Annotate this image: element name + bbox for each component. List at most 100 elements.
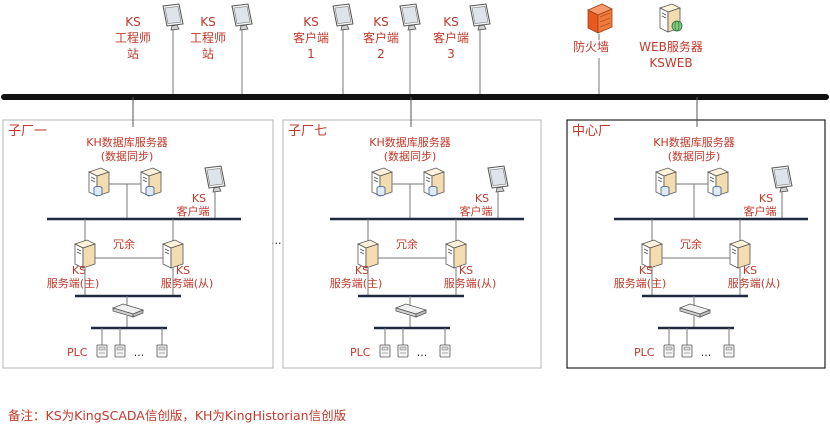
database-server-icon (141, 168, 161, 196)
switch-icon (679, 303, 711, 318)
plc-label: PLC (634, 346, 655, 359)
sites-ellipsis: ... (271, 234, 282, 247)
site-panel: 中心厂KH数据库服务器(数据同步)KS客户端冗余KS服务端(主)KS服务端(从)… (566, 97, 826, 369)
plc-icon (114, 344, 126, 358)
client-label-line2: 客户端 (177, 204, 210, 218)
db-server-label-line1: KH数据库服务器 (653, 135, 735, 149)
db-server-label-line2: (数据同步) (668, 149, 721, 163)
firewall-label: 防火墙 (573, 39, 609, 54)
plc-icon (663, 344, 675, 358)
slave-server-label-line1: KS (743, 264, 757, 277)
client-label-line3: 站 (202, 47, 214, 61)
client-label-line3: 站 (127, 47, 139, 61)
ks-client-3: KS 客户端 3 (433, 3, 491, 96)
site-panel: 子厂七KH数据库服务器(数据同步)KS客户端冗余KS服务端(主)KS服务端(从)… (282, 97, 542, 369)
site-panel: 子厂一KH数据库服务器(数据同步)KS客户端冗余KS服务端(主)KS服务端(从)… (2, 97, 274, 369)
database-server-icon (708, 168, 728, 196)
client-label-line1: KS (373, 15, 389, 29)
redundancy-label: 冗余 (113, 237, 135, 251)
firewall-icon (587, 3, 613, 34)
master-server-label-line1: KS (355, 264, 369, 277)
client-label-line3: 2 (377, 47, 385, 61)
plc-icon (723, 344, 735, 358)
master-server-label-line2: 服务端(主) (330, 277, 383, 290)
monitor-icon (332, 3, 354, 31)
slave-server-label-line2: 服务端(从) (444, 277, 497, 290)
plc-icon (681, 344, 693, 358)
plc-ellipsis: ... (701, 346, 712, 359)
plc-icon (397, 344, 409, 358)
client-label-line2: 客户端 (293, 30, 329, 45)
web-server-label-line2: KSWEB (649, 56, 692, 70)
web-server-label-line1: WEB服务器 (639, 39, 703, 54)
monitor-icon (469, 3, 491, 31)
slave-server-label-line1: KS (459, 264, 473, 277)
db-server-label-line2: (数据同步) (101, 149, 154, 163)
firewall: 防火墙 (573, 3, 613, 96)
db-server-label-line1: KH数据库服务器 (369, 135, 451, 149)
monitor-icon (231, 3, 253, 31)
client-label-line2: 客户端 (460, 204, 493, 218)
master-server-label-line2: 服务端(主) (614, 277, 667, 290)
master-server-label-line1: KS (639, 264, 653, 277)
globe-icon (671, 20, 683, 32)
monitor-icon (399, 3, 421, 31)
slave-server-label-line2: 服务端(从) (728, 277, 781, 290)
client-label-line1: KS (192, 192, 206, 205)
site-border (566, 119, 826, 369)
monitor-icon (204, 165, 226, 193)
client-label-line2: 客户端 (433, 30, 469, 45)
client-label-line1: KS (475, 192, 489, 205)
client-label-line1: KS (443, 15, 459, 29)
plc-ellipsis: ... (417, 346, 428, 359)
redundancy-label: 冗余 (396, 237, 418, 251)
web-server: WEB服务器 KSWEB (639, 3, 703, 70)
client-label-line2: 客户端 (744, 204, 777, 218)
monitor-icon (162, 3, 184, 31)
database-server-icon (656, 168, 676, 196)
plc-icon (156, 344, 168, 358)
client-label-line3: 3 (447, 47, 455, 61)
sites-layer: 子厂一KH数据库服务器(数据同步)KS客户端冗余KS服务端(主)KS服务端(从)… (2, 97, 826, 369)
client-label-line3: 1 (307, 47, 315, 61)
database-server-icon (424, 168, 444, 196)
top-clients: KS 工程师 站 KS 工程师 站 KS 客户端 1 KS 客户端 2 (115, 3, 491, 96)
ks-client-1: KS 客户端 1 (293, 3, 354, 96)
database-server-icon (372, 168, 392, 196)
engineer-station-2: KS 工程师 站 (190, 3, 253, 96)
db-server-label-line1: KH数据库服务器 (86, 135, 168, 149)
site-title: 子厂一 (8, 124, 47, 139)
monitor-icon (487, 165, 509, 193)
footnote: 备注：KS为KingSCADA信创版，KH为KingHistorian信创版 (8, 408, 347, 423)
client-label-line1: KS (200, 15, 216, 29)
site-border (282, 119, 542, 369)
slave-server-label-line2: 服务端(从) (161, 277, 214, 290)
client-label-line1: KS (759, 192, 773, 205)
monitor-icon (771, 165, 793, 193)
switch-icon (112, 303, 144, 318)
client-label-line2: 工程师 (115, 30, 151, 45)
slave-server-label-line1: KS (176, 264, 190, 277)
switch-icon (395, 303, 427, 318)
plc-label: PLC (350, 346, 371, 359)
redundancy-label: 冗余 (680, 237, 702, 251)
engineer-station-1: KS 工程师 站 (115, 3, 184, 96)
client-label-line2: 客户端 (363, 30, 399, 45)
client-label-line1: KS (303, 15, 319, 29)
db-server-label-line2: (数据同步) (384, 149, 437, 163)
site-border (2, 119, 274, 369)
master-server-label-line2: 服务端(主) (47, 277, 100, 290)
plc-icon (96, 344, 108, 358)
client-label-line2: 工程师 (190, 30, 226, 45)
plc-ellipsis: ... (134, 346, 145, 359)
client-label-line1: KS (125, 15, 141, 29)
master-server-label-line1: KS (72, 264, 86, 277)
plc-icon (379, 344, 391, 358)
ks-client-2: KS 客户端 2 (363, 3, 421, 96)
database-server-icon (89, 168, 109, 196)
plc-icon (439, 344, 451, 358)
site-title: 中心厂 (572, 124, 611, 139)
site-title: 子厂七 (288, 124, 327, 139)
plc-label: PLC (67, 346, 88, 359)
